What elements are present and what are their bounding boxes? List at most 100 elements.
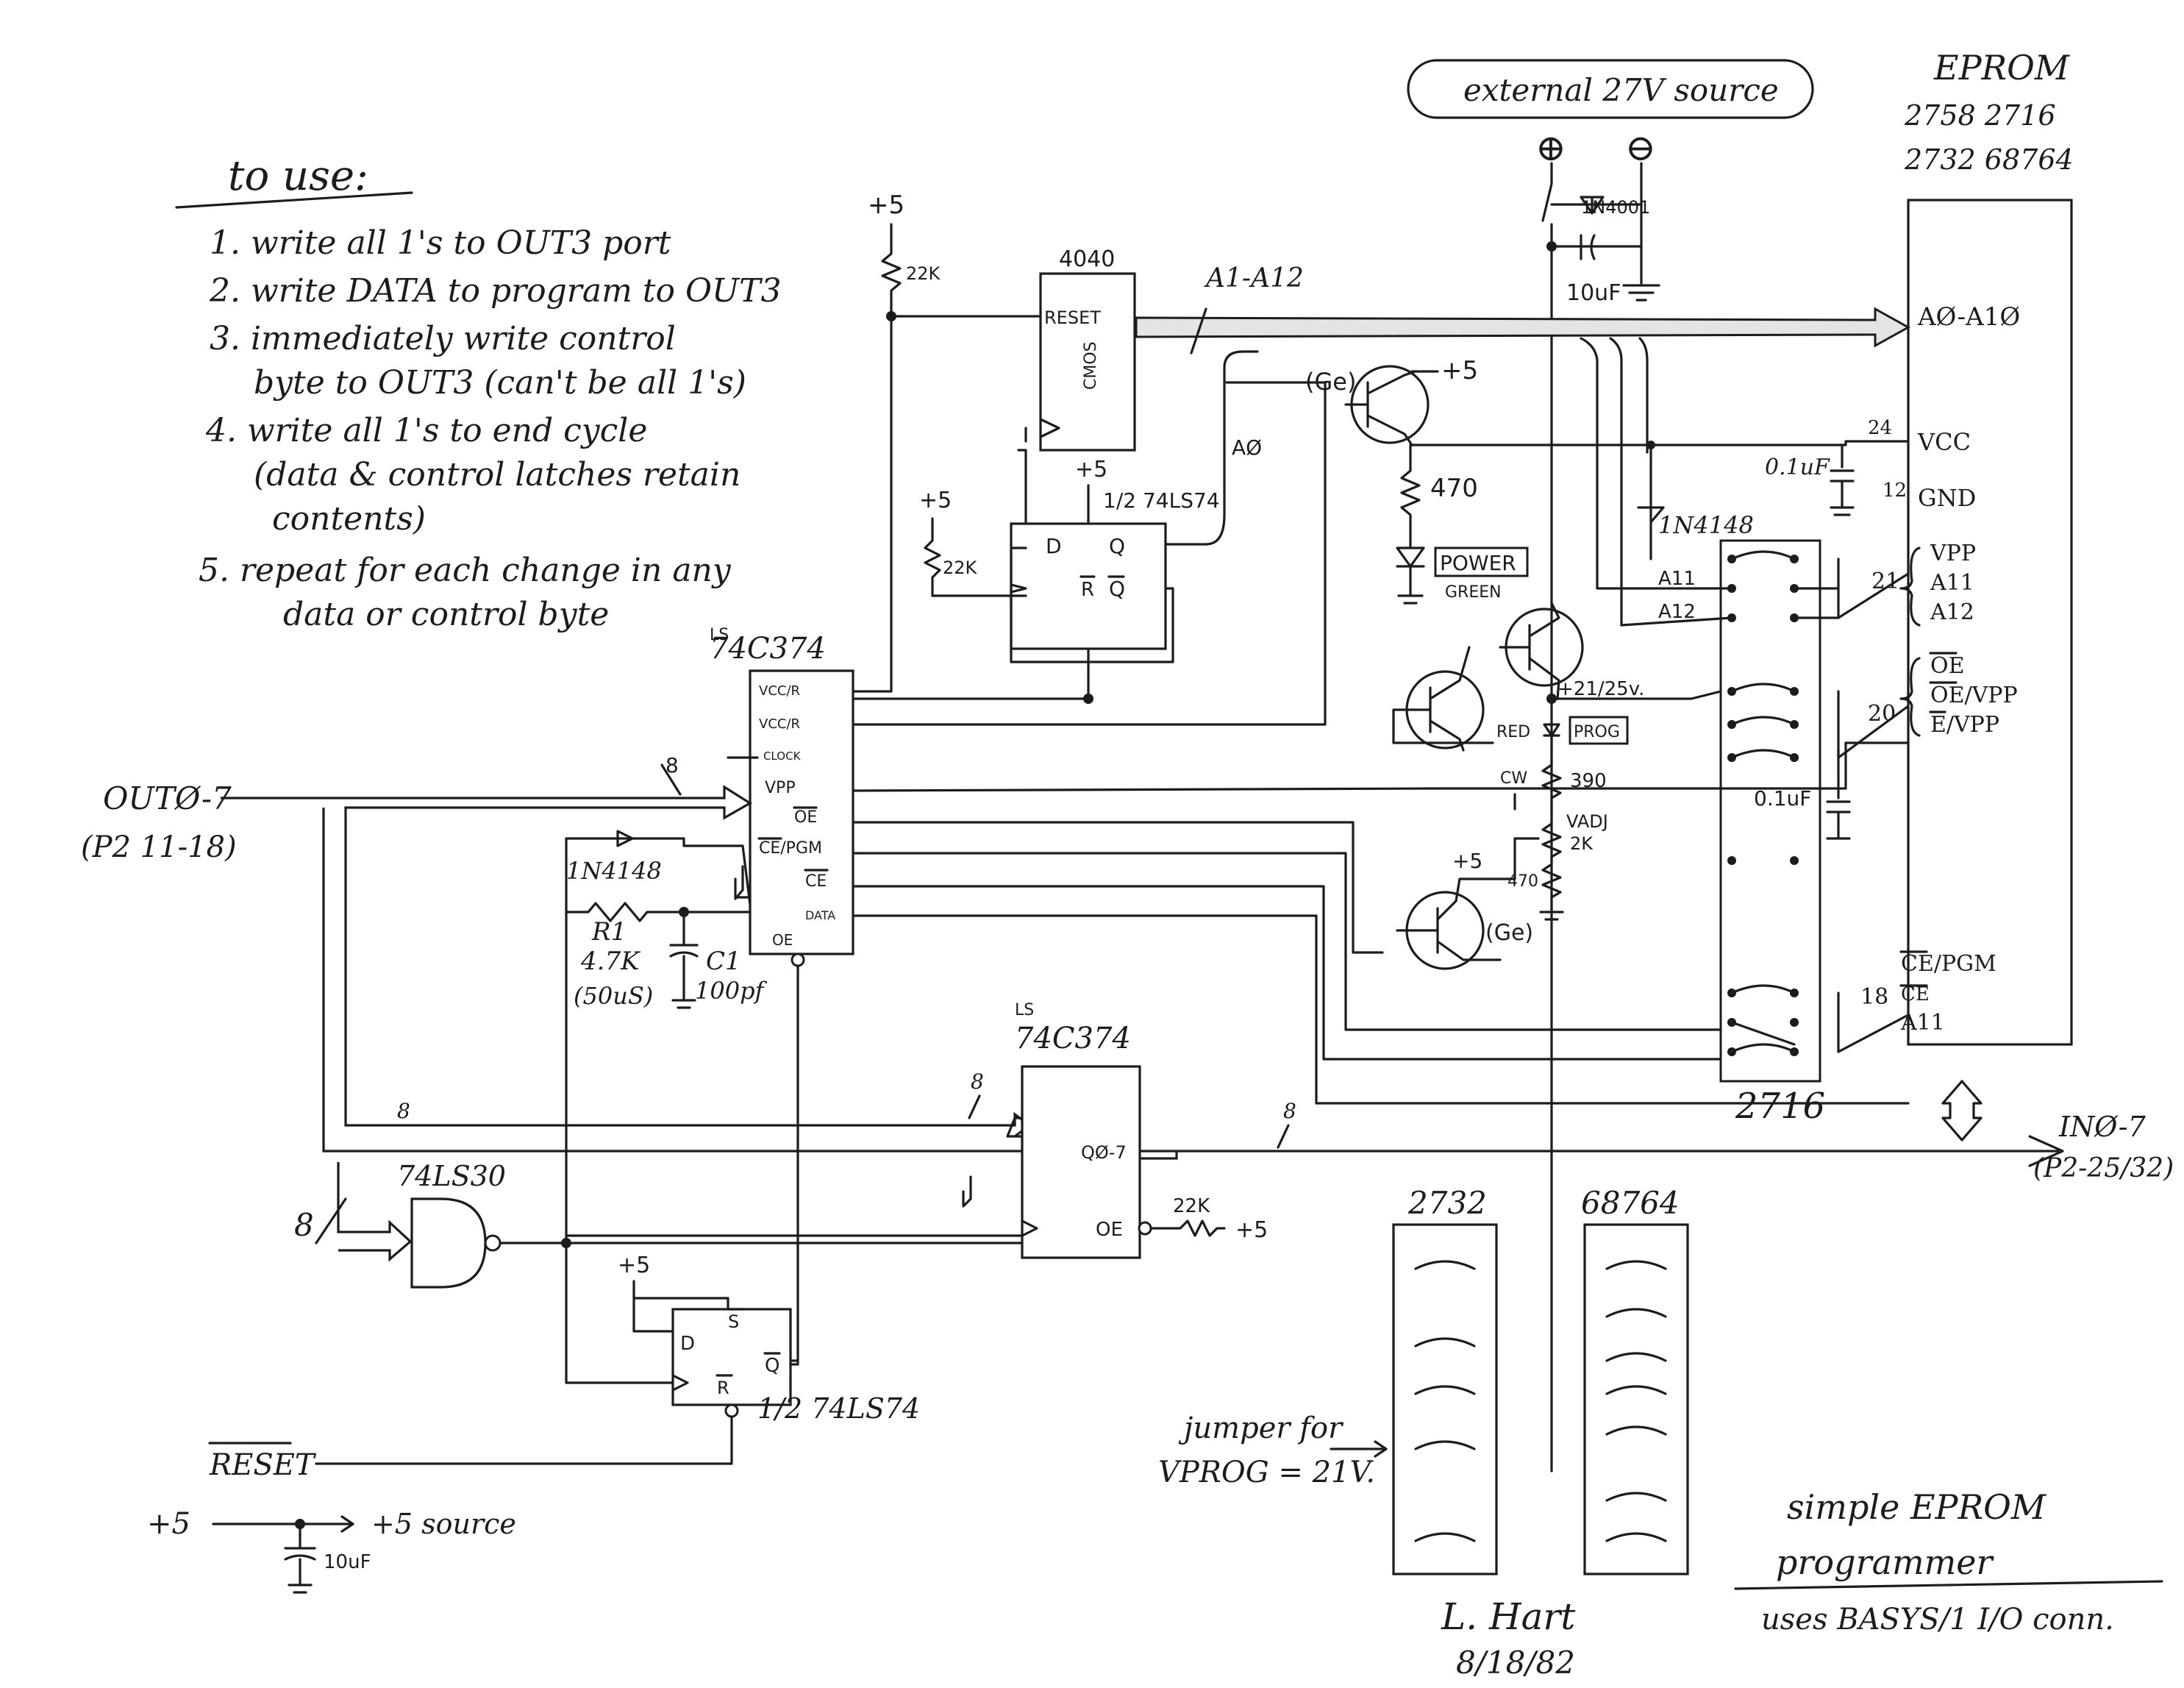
address-bus: A1-A12 — [1135, 263, 1911, 627]
ff-top-plus5: +5 — [1075, 457, 1107, 482]
jumper-block-2732: 2732 — [1392, 1185, 1498, 1575]
latch-data-clock — [1021, 1219, 1038, 1237]
note-step-3-cont: byte to OUT3 (can't be all 1's) — [254, 364, 746, 402]
sig-title-2: programmer — [1776, 1542, 1994, 1582]
external-source-label: external 27V source — [1463, 72, 1779, 108]
reg-r470b-label: 470 — [1507, 872, 1538, 891]
eprom-a12-label: A12 — [1930, 599, 1974, 625]
eprom-vpp-label: VPP — [1930, 541, 1976, 566]
latch-ctrl-part: 74C374 — [710, 632, 826, 666]
latch-data-chip — [1021, 1065, 1141, 1259]
plus5-cap-label: 10uF — [324, 1551, 371, 1573]
latch-data-slashes — [968, 1094, 1290, 1149]
counter-reset-pin: RESET — [1044, 307, 1101, 328]
counter-clock-pin — [1039, 418, 1060, 438]
eprom-oe-label: OE — [1930, 653, 1965, 679]
reg-vadj — [1513, 793, 1562, 858]
ff-top-clock — [1010, 583, 1027, 594]
latch-ctrl-oe-bubble — [791, 952, 805, 967]
rc-c1: C1 — [706, 947, 741, 976]
ff-bottom-plus5: +5 — [618, 1253, 650, 1278]
cap-10uf-label: 10uF — [1566, 280, 1621, 306]
reg-a11: A11 — [1658, 568, 1696, 590]
plus5-line — [212, 1515, 354, 1533]
output-port-pins: (P2-25/32) — [2033, 1153, 2174, 1183]
ff-bottom-set-wire — [632, 1280, 729, 1333]
eprom-title: EPROM — [1933, 48, 2071, 88]
rc-resistor-path — [565, 837, 752, 922]
jumper-2732-links — [1414, 1260, 1476, 1542]
reg-r470b — [1539, 855, 1564, 921]
latch-data-pullup — [1149, 1219, 1226, 1237]
reg-vadj-label: VADJ — [1566, 811, 1608, 832]
ff-top-part: 1/2 74LS74 — [1103, 488, 1220, 513]
latch-ctrl-pin-1: VCC/R — [759, 683, 800, 699]
latch-ctrl-pin-6: CE/PGM — [759, 839, 822, 858]
eprom-a11b-label: A11 — [1900, 1010, 1945, 1036]
input-port-pins: (P2 11-18) — [81, 830, 237, 864]
vcc-rail — [1410, 440, 1910, 446]
input-port: OUTØ-7 (P2 11-18) — [81, 756, 2059, 1153]
rc-diode-label: 1N4148 — [566, 857, 662, 885]
plus-terminal-icon: ⊕ — [1535, 127, 1566, 169]
rc-r1v: 4.7K — [580, 947, 641, 976]
prog-led-box — [1569, 716, 1629, 745]
ff-bottom-q-wire — [789, 1359, 799, 1366]
brace-20 — [1899, 657, 1921, 737]
pin-24: 24 — [1868, 417, 1892, 439]
jumper-main-label: 2716 — [1735, 1086, 1825, 1127]
nand-input-bus — [337, 1162, 413, 1262]
latch-data-bus-out: 8 — [1283, 1099, 1296, 1123]
plus5-source: +5 source — [371, 1508, 516, 1540]
latch-data-q: QØ-7 — [1081, 1142, 1127, 1163]
jumper-68764-links — [1605, 1260, 1667, 1542]
reg-prog: PROG — [1574, 723, 1620, 741]
input-port-name: OUTØ-7 — [103, 780, 232, 816]
latch-ctrl-pin-7: CE — [805, 872, 827, 891]
output-port-name: INØ-7 — [2058, 1111, 2146, 1143]
eprom-addr-label: AØ-A1Ø — [1917, 302, 2020, 332]
ff-bottom-clock — [671, 1374, 689, 1392]
sig-underline — [1734, 1580, 2163, 1590]
counter-cmos-label: CMOS — [1082, 341, 1100, 390]
latch-ctrl-pin-3: CLOCK — [763, 749, 802, 763]
reg-plus5: +5 — [1441, 356, 1478, 385]
latch-ctrl-pin-2: VCC/R — [759, 716, 800, 732]
regulator: (Ge) +5 470 POWER GREEN 1N4148 0.1uF +21… — [1305, 356, 1910, 970]
nand-width: 8 — [294, 1207, 314, 1243]
eprom-block: EPROM 2758 2716 2732 68764 AØ-A1Ø VCC GN… — [1860, 48, 2074, 1142]
ff-top-q: Q — [1109, 534, 1125, 558]
ff-top-a0: AØ — [1232, 435, 1262, 460]
latch-ctrl-pin-5: OE — [794, 808, 817, 827]
rc-time: (50uS) — [574, 982, 653, 1010]
ff-top-d: D — [1046, 534, 1062, 558]
signature-block: simple EPROM programmer uses BASYS/1 I/O… — [1441, 1487, 2163, 1681]
nand-gate: 74LS30 8 8 — [294, 1099, 1024, 1289]
reg-diode-label: 1N4148 — [1658, 511, 1754, 539]
latch-data-bus-in: 8 — [971, 1069, 984, 1094]
reset-pullup-wire — [852, 223, 1042, 693]
power-led-label: POWER — [1440, 551, 1516, 575]
reset-label: RESET — [209, 1448, 317, 1482]
latch-ctrl-pin-4: VPP — [765, 779, 796, 797]
latch-data-ls: LS — [1015, 1001, 1034, 1019]
notes-title: to use: — [228, 152, 368, 200]
input-bus-lower — [322, 808, 2059, 1153]
ff-top-r22k: 22K — [943, 558, 978, 578]
reg-cw: CW — [1500, 769, 1527, 788]
reg-r470: 470 — [1430, 474, 1478, 503]
jumper-block-outline — [1719, 539, 1821, 1083]
external-power: external 27V source ⊕ ⊖ 1N4001 10uF — [1407, 59, 1814, 1472]
counter-chip — [1039, 272, 1136, 452]
eprom-oe-vpp-label: OE/VPP — [1930, 683, 2018, 708]
reset-and-supply: RESET +5 +5 source 10uF — [147, 1442, 516, 1594]
note-step-2: 2. write DATA to program to OUT3 — [209, 272, 781, 310]
power-led-icon — [1396, 546, 1425, 605]
eprom-types-2: 2732 68764 — [1904, 143, 2074, 176]
reg-vprog: +21/25v. — [1557, 678, 1644, 700]
jumper-68764-label: 68764 — [1581, 1185, 1680, 1221]
note-step-5: 5. repeat for each change in any — [199, 552, 732, 589]
note-step-4-cont: (data & control latches retain — [254, 456, 741, 494]
wire-vccr-2 — [852, 381, 1327, 726]
